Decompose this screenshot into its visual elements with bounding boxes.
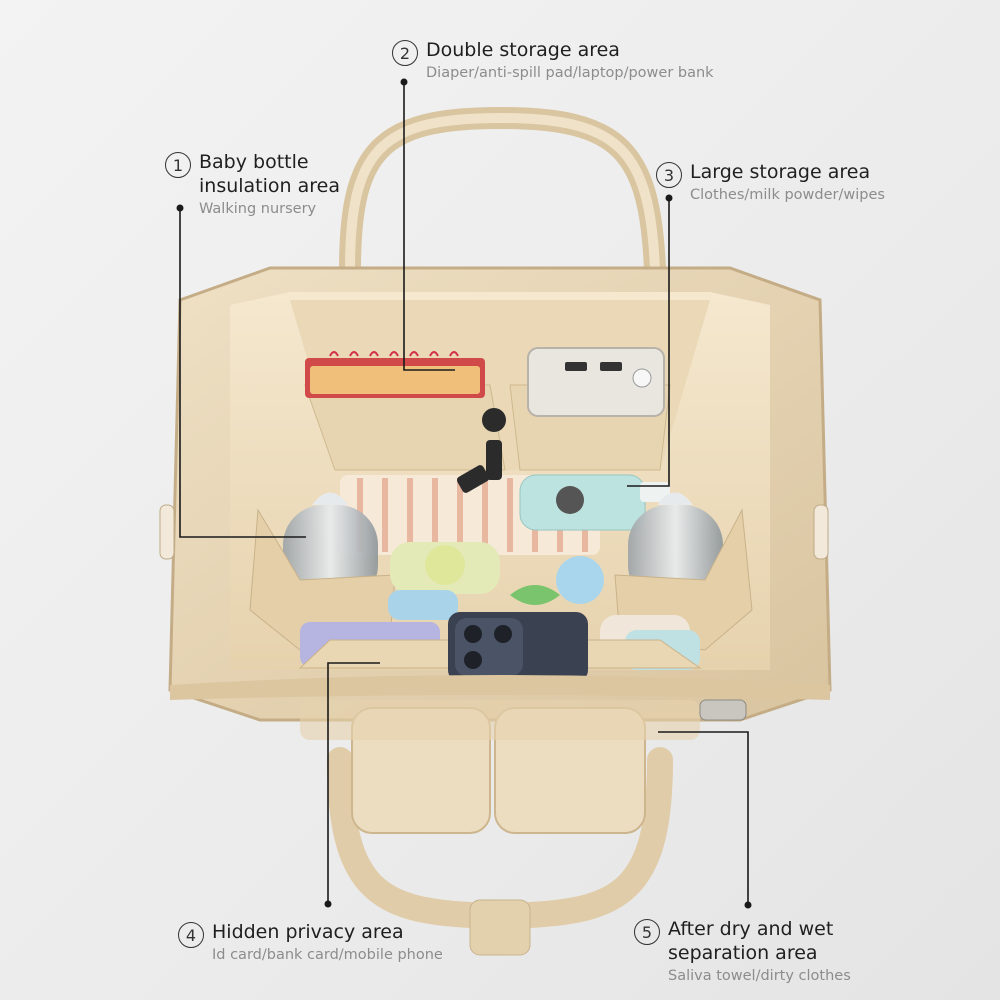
- zipper-pull-left: [159, 504, 175, 560]
- leader-line-2: [403, 82, 455, 371]
- callout-title-3: Large storage area: [690, 161, 871, 183]
- callout-title-1: Baby bottle insulation area: [199, 151, 340, 197]
- callout-subtitle-4: Id card/bank card/mobile phone: [212, 947, 443, 963]
- callout-title-5: After dry and wet separation area: [668, 918, 834, 964]
- callout-double-storage: 2 Double storage area Diaper/anti-spill …: [392, 38, 714, 81]
- callout-number-3: 3: [656, 162, 682, 188]
- handle-loop: [469, 899, 531, 956]
- callout-number-2: 2: [392, 40, 418, 66]
- zipper-pull-right: [813, 504, 829, 560]
- leader-dots: [176, 78, 752, 909]
- leader-line-5: [658, 731, 749, 905]
- callout-baby-bottle-insulation: 1 Baby bottle insulation area Walking nu…: [165, 150, 340, 217]
- callout-hidden-privacy: 4 Hidden privacy area Id card/bank card/…: [178, 920, 443, 963]
- leader-lines: [179, 82, 749, 905]
- leader-line-1: [179, 208, 306, 538]
- callout-number-4: 4: [178, 922, 204, 948]
- leader-line-4: [327, 662, 380, 904]
- callout-subtitle-2: Diaper/anti-spill pad/laptop/power bank: [426, 65, 714, 81]
- callout-subtitle-3: Clothes/milk powder/wipes: [690, 187, 885, 203]
- leader-line-3: [627, 198, 670, 487]
- zipper-pull-front: [699, 699, 747, 721]
- power-bank: [527, 347, 665, 417]
- front-handle: [327, 747, 673, 928]
- callout-subtitle-5: Saliva towel/dirty clothes: [668, 968, 851, 984]
- callout-number-5: 5: [634, 919, 660, 945]
- callout-title-2: Double storage area: [426, 39, 620, 61]
- callout-number-1: 1: [165, 152, 191, 178]
- callout-subtitle-1: Walking nursery: [199, 201, 317, 217]
- callout-large-storage: 3 Large storage area Clothes/milk powder…: [656, 160, 885, 203]
- callout-dry-wet-separation: 5 After dry and wet separation area Sali…: [634, 917, 851, 984]
- callout-title-4: Hidden privacy area: [212, 921, 404, 943]
- keys: [456, 408, 506, 493]
